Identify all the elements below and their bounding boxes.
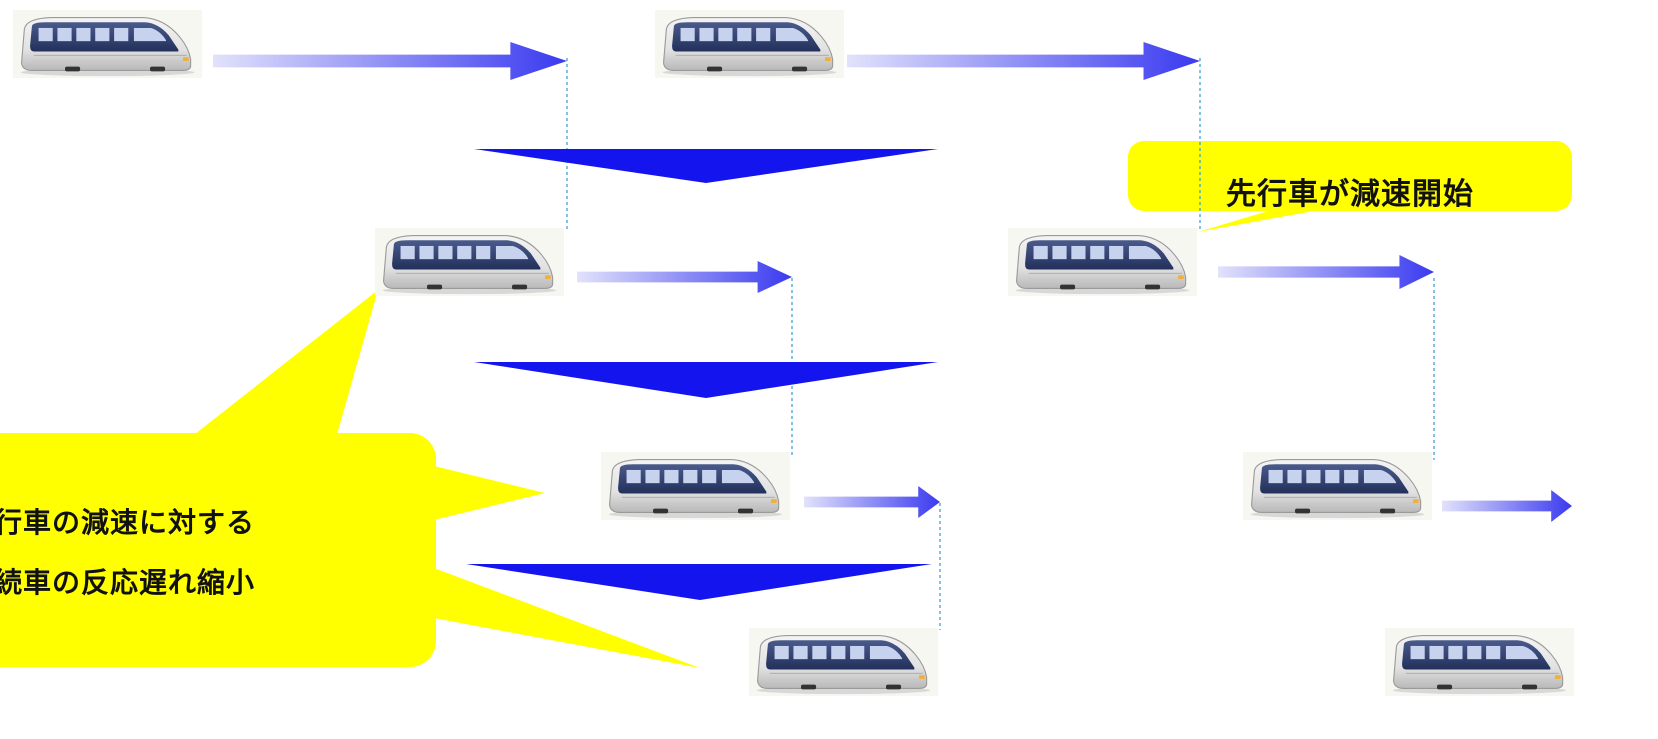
bus-icon <box>1242 452 1433 520</box>
step-down-arrow-icon <box>474 149 938 183</box>
motion-arrow-icon <box>1218 255 1434 289</box>
motion-arrow-icon <box>847 42 1200 80</box>
bus-icon <box>748 628 939 696</box>
callout-leading-vehicle-text: 先行車が減速開始 <box>1226 177 1474 212</box>
step-down-arrow-icon <box>474 362 938 398</box>
callout-leading-bubble <box>1128 141 1572 232</box>
step-down-arrow-icon <box>466 564 932 600</box>
bus-icon <box>374 228 565 296</box>
bus-icon <box>1007 228 1198 296</box>
motion-arrow-icon <box>1442 490 1572 522</box>
bus-icon <box>1384 628 1575 696</box>
motion-arrow-icon <box>804 486 940 518</box>
bus-icon <box>654 10 845 78</box>
callout-following-text-line1: 先行車の減速に対する <box>0 506 256 539</box>
bus-icon <box>12 10 203 78</box>
bus-icon <box>600 452 791 520</box>
motion-arrow-icon <box>577 261 792 293</box>
callout-following-bubble <box>0 290 700 668</box>
callout-following-text-line2: 後続車の反応遅れ縮小 <box>0 566 256 599</box>
step-arrows <box>466 149 938 600</box>
motion-arrow-icon <box>213 42 567 80</box>
